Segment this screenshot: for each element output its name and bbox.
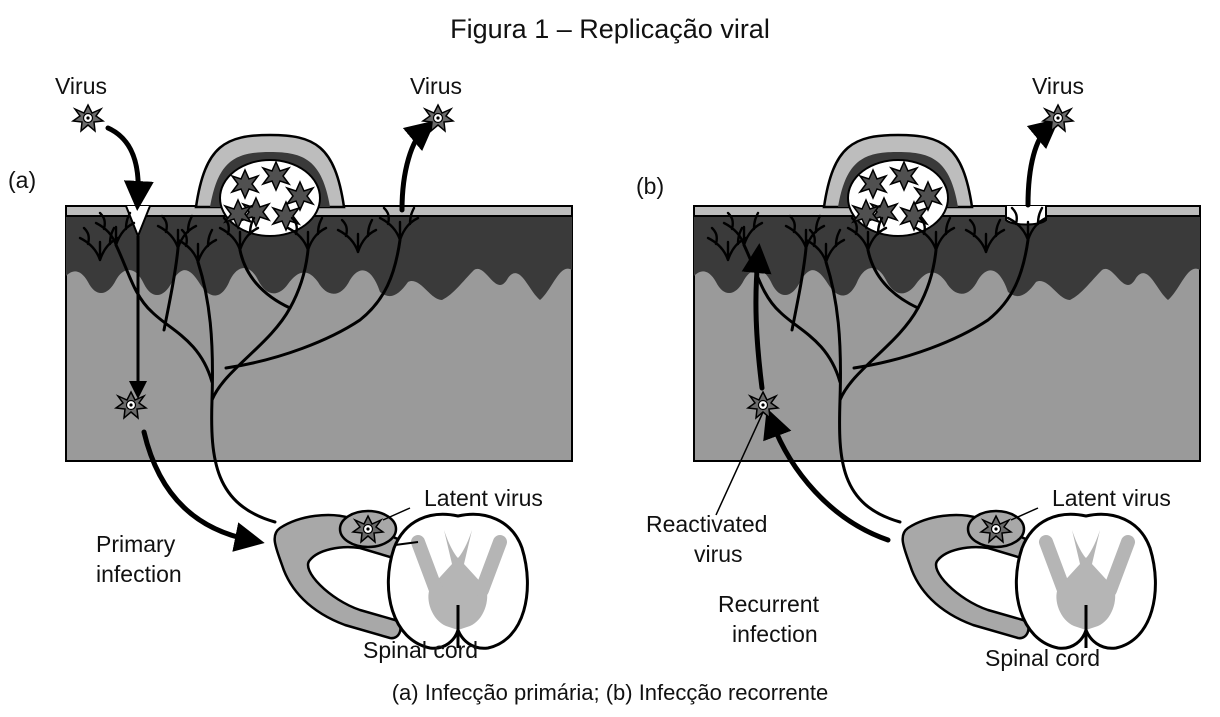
latent-virus-label-b: Latent virus <box>1052 485 1171 511</box>
reactivated-virus-label-1: Reactivated <box>646 511 767 537</box>
recurrent-infection-label-1: Recurrent <box>718 591 820 617</box>
virus-icon <box>423 105 453 131</box>
panel-a: (a) Virus Virus Primary infection Latent… <box>8 73 572 663</box>
figure-caption: (a) Infecção primária; (b) Infecção reco… <box>0 680 1220 706</box>
panel-b: (b) Virus Reactivated virus Recurrent in… <box>636 73 1200 671</box>
virus-label-left: Virus <box>55 73 107 99</box>
primary-infection-label-2: infection <box>96 561 182 587</box>
spinal-cord-b <box>903 508 1156 648</box>
virus-label-right: Virus <box>410 73 462 99</box>
virus-label-b: Virus <box>1032 73 1084 99</box>
latent-virus-label-a: Latent virus <box>424 485 543 511</box>
arrow-icon <box>402 130 424 210</box>
arrow-icon <box>108 128 138 196</box>
spinal-cord-a <box>275 508 528 648</box>
panel-a-tag: (a) <box>8 167 36 193</box>
arrow-icon <box>1028 128 1048 205</box>
panel-b-tag: (b) <box>636 173 664 199</box>
spinal-cord-label-b: Spinal cord <box>985 645 1100 671</box>
primary-infection-label-1: Primary <box>96 531 176 557</box>
spinal-cord-label-a: Spinal cord <box>363 637 478 663</box>
virus-icon <box>73 105 103 131</box>
recurrent-infection-label-2: infection <box>732 621 818 647</box>
reactivated-virus-label-2: virus <box>694 541 743 567</box>
